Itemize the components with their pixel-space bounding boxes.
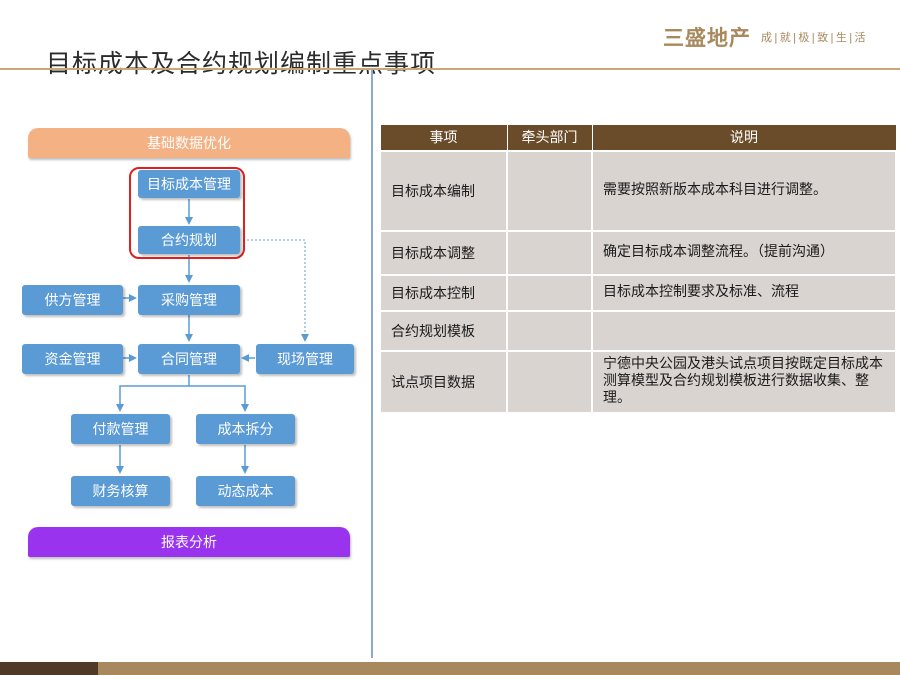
table-row: 合约规划模板 <box>379 309 897 352</box>
table-row: 目标成本编制 需要按照新版本成本科目进行调整。 <box>379 149 897 232</box>
box-contract-planning: 合约规划 <box>138 226 240 254</box>
cell-item: 目标成本控制 <box>379 273 508 312</box>
cell-desc: 需要按照新版本成本科目进行调整。 <box>591 149 897 232</box>
box-contract-mgmt: 合同管理 <box>138 344 240 374</box>
table-row: 目标成本调整 确定目标成本调整流程。（提前沟通） <box>379 229 897 276</box>
cell-dept <box>506 229 593 276</box>
header-item: 事项 <box>379 124 508 151</box>
banner-basic-data: 基础数据优化 <box>28 128 350 158</box>
header-dept: 牵头部门 <box>506 124 593 151</box>
footer-bar-dark <box>0 662 98 675</box>
cell-desc: 确定目标成本调整流程。（提前沟通） <box>591 229 897 276</box>
footer-bar-light <box>98 662 900 675</box>
title-rule <box>0 68 900 70</box>
brand-name: 三盛地产 <box>663 26 751 50</box>
connector-contract-to-payment <box>116 375 190 412</box>
page-title: 目标成本及合约规划编制重点事项 <box>46 49 437 78</box>
cell-desc <box>591 309 897 352</box>
box-procurement-mgmt: 采购管理 <box>138 285 240 315</box>
cell-item: 目标成本调整 <box>379 229 508 276</box>
box-financial-accounting: 财务核算 <box>71 476 170 506</box>
connector-contract-to-cost-split <box>189 385 249 412</box>
brand-slogan: 成|就|极|致|生|活 <box>761 31 868 44</box>
banner-report-analysis: 报表分析 <box>28 527 350 557</box>
box-site-mgmt: 现场管理 <box>256 344 354 374</box>
cell-dept <box>506 309 593 352</box>
cell-desc: 宁德中央公园及港头试点项目按既定目标成本测算模型及合约规划模板进行数据收集、整理… <box>591 349 897 414</box>
box-cost-split: 成本拆分 <box>196 414 295 444</box>
cell-desc: 目标成本控制要求及标准、流程 <box>591 273 897 312</box>
flow-connectors <box>116 199 309 474</box>
box-target-cost-mgmt: 目标成本管理 <box>138 170 240 198</box>
cell-item: 试点项目数据 <box>379 349 508 414</box>
key-items-table: 事项 牵头部门 说明 目标成本编制 需要按照新版本成本科目进行调整。 目标成本调… <box>379 124 897 414</box>
cell-dept <box>506 149 593 232</box>
table-row: 试点项目数据 宁德中央公园及港头试点项目按既定目标成本测算模型及合约规划模板进行… <box>379 349 897 414</box>
box-supplier-mgmt: 供方管理 <box>22 285 123 315</box>
highlight-frame <box>129 167 245 259</box>
cell-item: 合约规划模板 <box>379 309 508 352</box>
connector-planning-to-site <box>243 239 309 342</box>
box-funds-mgmt: 资金管理 <box>22 344 123 374</box>
table-row: 目标成本控制 目标成本控制要求及标准、流程 <box>379 273 897 312</box>
cell-dept <box>506 349 593 414</box>
box-payment-mgmt: 付款管理 <box>71 414 170 444</box>
box-dynamic-cost: 动态成本 <box>196 476 295 506</box>
vertical-divider <box>371 70 373 658</box>
brand-logo: 三盛地产 成|就|极|致|生|活 <box>663 22 868 52</box>
table-header-row: 事项 牵头部门 说明 <box>379 124 897 151</box>
cell-item: 目标成本编制 <box>379 149 508 232</box>
header-desc: 说明 <box>591 124 897 151</box>
cell-dept <box>506 273 593 312</box>
